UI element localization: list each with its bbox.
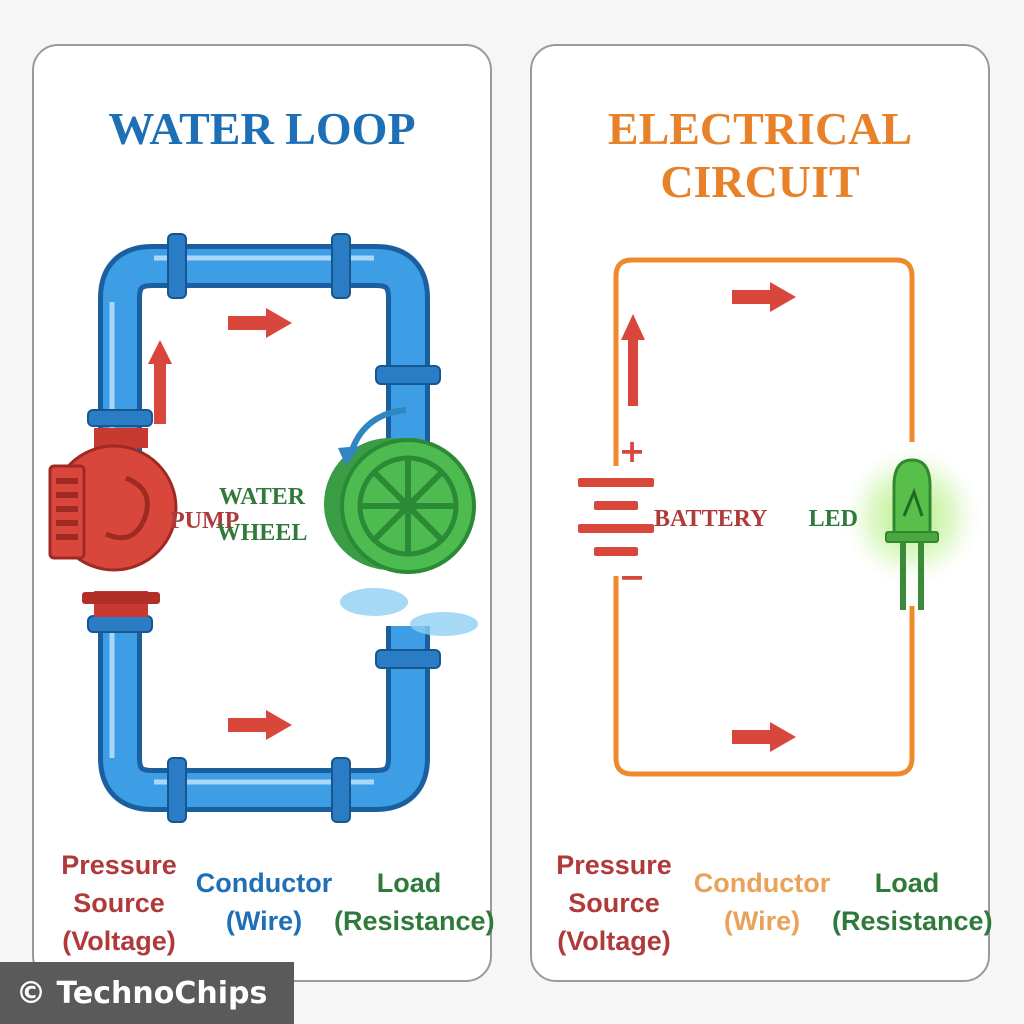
water-loop-panel: WATER LOOP — [32, 44, 495, 982]
current-arrow-right-top — [732, 282, 796, 312]
water-loop-diagram: PUMP WATER WHEEL — [48, 233, 478, 823]
current-arrow-up — [621, 314, 645, 406]
electrical-circuit-title: ELECTRICAL CIRCUIT — [607, 103, 913, 207]
water-wheel-icon — [324, 407, 478, 636]
water-pipe — [98, 244, 430, 812]
water-wheel-label-line1: WATER — [219, 484, 306, 510]
legend-pressure-source: Pressure Source (Voltage) — [556, 850, 672, 956]
circuit-wire — [613, 257, 915, 777]
pump-icon — [48, 428, 178, 617]
flow-arrow-right-bottom — [228, 710, 292, 740]
led-label: LED — [809, 506, 858, 532]
water-loop-title: WATER LOOP — [108, 103, 416, 154]
led-icon — [885, 458, 939, 610]
legend-conductor: Conductor (Wire) — [693, 868, 831, 936]
flow-arrow-right-top — [228, 308, 292, 338]
legend-load: Load (Resistance) — [334, 868, 495, 936]
copyright-badge: © TechnoChips — [0, 962, 294, 1024]
battery-icon — [578, 478, 654, 556]
electrical-circuit-panel: ELECTRICAL CIRCUIT + − BATTERY — [530, 44, 993, 982]
battery-minus-sign: − — [619, 558, 646, 596]
pump-label: PUMP — [170, 508, 239, 534]
battery-plus-sign: + — [619, 432, 646, 470]
pipe-couplings — [87, 233, 441, 823]
electrical-circuit-diagram: + − BATTERY LED — [578, 257, 986, 777]
current-arrow-right-bottom — [732, 722, 796, 752]
legend-conductor: Conductor (Wire) — [195, 868, 333, 936]
flow-arrow-up — [148, 340, 172, 424]
water-wheel-label-line2: WHEEL — [217, 520, 308, 546]
legend-load: Load (Resistance) — [832, 868, 993, 936]
legend-pressure-source: Pressure Source (Voltage) — [61, 850, 177, 956]
battery-label: BATTERY — [654, 506, 767, 532]
